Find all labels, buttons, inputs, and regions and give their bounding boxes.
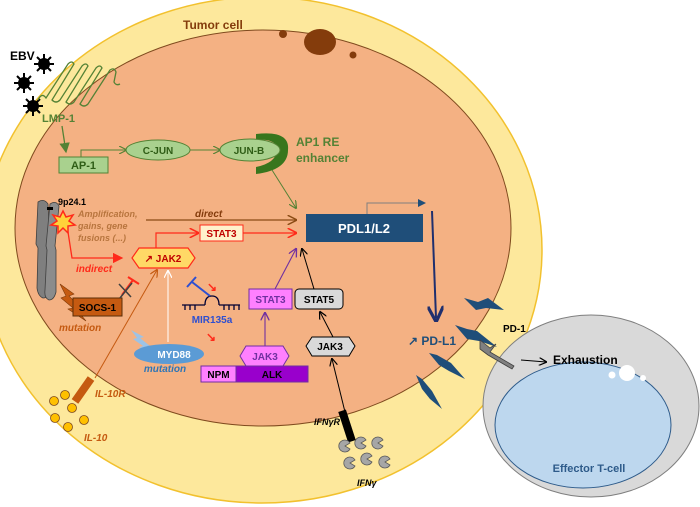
pdl1-l2-label: PDL1/L2 bbox=[338, 221, 390, 236]
amplification-label-line2: gains, gene bbox=[77, 221, 128, 231]
socs1-label: SOCS-1 bbox=[79, 303, 117, 314]
myd88-mutation-label: mutation bbox=[144, 364, 186, 375]
nucleolus-large bbox=[304, 29, 336, 55]
il10r-receptor bbox=[71, 376, 95, 404]
pd1-to-exhaustion-arrow bbox=[520, 360, 546, 362]
pdl1-l2-box bbox=[306, 214, 423, 242]
ifngr-label: IFNγR bbox=[314, 417, 341, 427]
alk-label: ALK bbox=[262, 370, 283, 381]
npm-label: NPM bbox=[207, 370, 229, 381]
jak3-pink-label: JAK3 bbox=[252, 352, 278, 363]
ebv-virus-icons bbox=[14, 54, 54, 116]
ap1-re-label: AP1 RE bbox=[296, 135, 339, 149]
ap1-to-cjun-arrow bbox=[80, 150, 126, 157]
tumor-cell-label: Tumor cell bbox=[183, 18, 243, 32]
stat5-label: STAT5 bbox=[304, 295, 335, 306]
pd-l1-molecules bbox=[416, 298, 504, 409]
virus-icon bbox=[23, 96, 43, 116]
jak3-gray-to-stat5-arrow bbox=[320, 312, 334, 338]
nucleolus-small-2 bbox=[349, 51, 357, 59]
tumor-cell bbox=[0, 0, 543, 504]
chromosome-icon bbox=[35, 200, 60, 301]
vesicle-icon bbox=[619, 365, 635, 381]
stat3-pink-box bbox=[248, 288, 293, 310]
stat3-top-label: STAT3 bbox=[206, 229, 237, 240]
ifng-molecules bbox=[338, 436, 391, 470]
virus-icon bbox=[34, 54, 54, 74]
junb-label: JUN-B bbox=[234, 146, 265, 157]
transcription-arrow bbox=[366, 199, 426, 214]
jak3-gray-label: JAK3 bbox=[317, 342, 343, 353]
effector-tcell-label: Effector T-cell bbox=[553, 463, 626, 475]
myd88-label: MYD88 bbox=[157, 350, 191, 361]
lmp1-label: LMP-1 bbox=[42, 113, 75, 125]
ifng-label: IFNγ bbox=[357, 478, 377, 488]
ap1-label: AP-1 bbox=[71, 160, 96, 172]
direct-label: direct bbox=[195, 209, 223, 220]
pd1-label: PD-1 bbox=[503, 324, 526, 335]
myd88-lightning-icon bbox=[131, 330, 154, 355]
amplification-label-line3: fusions (...) bbox=[78, 233, 126, 243]
enhancer-to-pdl-arrow bbox=[271, 169, 296, 208]
down-arrow-icon: ↘ bbox=[206, 330, 216, 344]
amplification-label-line1: Amplification, bbox=[77, 209, 138, 219]
indirect-label: indirect bbox=[76, 264, 113, 275]
ifngr-to-jak3-arrow bbox=[332, 359, 346, 413]
alk-box bbox=[235, 365, 309, 383]
virus-icon bbox=[14, 73, 34, 93]
ifngr-receptor bbox=[338, 409, 356, 443]
mir135a-icon bbox=[182, 295, 240, 310]
junb-ellipse bbox=[219, 138, 281, 162]
lmp1-transmembrane-icon bbox=[37, 61, 121, 107]
nucleolus-small bbox=[279, 30, 287, 38]
stat3-pink-label: STAT3 bbox=[255, 295, 286, 306]
jak2-to-stat3-arrow bbox=[155, 233, 198, 248]
blocked-inhibition-icon bbox=[118, 276, 140, 299]
stat3-pink-to-pdl-arrow bbox=[274, 249, 296, 290]
mir135a-inhibition-icon bbox=[186, 276, 211, 297]
mutation-star-icon bbox=[48, 209, 78, 235]
socs1-mutation-label: mutation bbox=[59, 323, 101, 334]
jak3-gray-hexagon bbox=[305, 336, 356, 357]
il10r-to-jak2-arrow bbox=[94, 270, 157, 379]
ebv-label: EBV bbox=[10, 49, 35, 63]
il10-label: IL-10 bbox=[84, 433, 108, 444]
indirect-arrow bbox=[67, 231, 124, 264]
down-arrow-icon: ↘ bbox=[207, 280, 217, 294]
cjun-label: C-JUN bbox=[143, 146, 174, 157]
myd88-ellipse bbox=[134, 344, 204, 364]
lmp1-to-ap1-arrow bbox=[59, 125, 70, 154]
enhancer-label: enhancer bbox=[296, 151, 350, 165]
pd-l1-up-label: ↗ PD-L1 bbox=[408, 334, 456, 348]
mir135a-label: MIR135a bbox=[192, 315, 233, 326]
il10r-label: IL-10R bbox=[95, 389, 126, 400]
vesicle-icon bbox=[640, 375, 646, 381]
chromosome-locus-label: 9p24.1 bbox=[58, 197, 86, 207]
ap1-re-enhancer-shape bbox=[256, 133, 289, 174]
il10-molecules bbox=[49, 390, 89, 432]
jak2-label: ↗ JAK2 bbox=[145, 254, 182, 265]
stat5-to-pdl-arrow bbox=[302, 249, 315, 290]
pd1-receptor-icon bbox=[479, 339, 515, 370]
vesicle-icon bbox=[608, 371, 616, 379]
stat5-box bbox=[294, 288, 344, 310]
socs1-box bbox=[72, 297, 123, 317]
jak2-hexagon bbox=[131, 247, 196, 269]
ap1-box bbox=[58, 156, 109, 174]
exhaustion-label: Exhaustion bbox=[553, 353, 618, 367]
pdl-to-membrane-arrow bbox=[432, 210, 436, 318]
tumor-cell-cytoplasm bbox=[14, 29, 512, 427]
tcell-nucleus bbox=[494, 361, 672, 489]
